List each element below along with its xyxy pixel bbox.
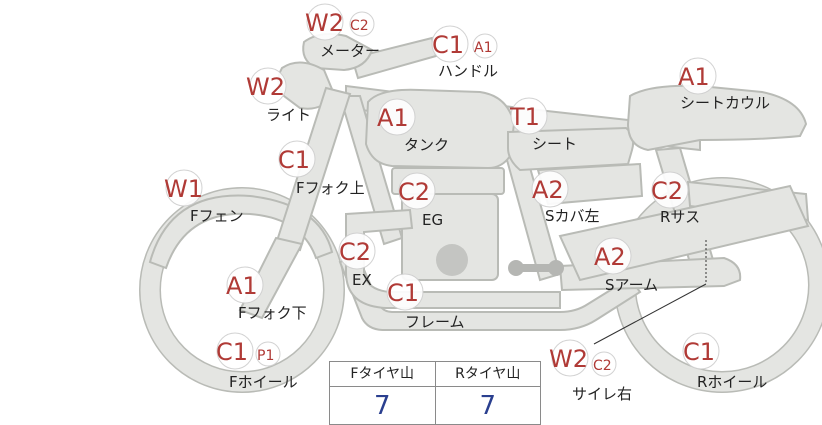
pivot-shape bbox=[508, 260, 564, 276]
label-tank: A1 タンク bbox=[377, 98, 449, 154]
meter-sub-code: C2 bbox=[350, 18, 369, 34]
frame-code: C1 bbox=[387, 279, 419, 307]
light-label: ライト bbox=[266, 106, 311, 124]
label-handle: C1 A1 ハンドル bbox=[431, 25, 498, 80]
front-tread-column: Fタイヤ山 7 bbox=[330, 362, 435, 424]
fork-upper-shape bbox=[274, 86, 352, 252]
label-swing-arm: A2 Sアーム bbox=[594, 237, 658, 294]
seat-cowl-label: シートカウル bbox=[680, 94, 770, 112]
meter-code: W2 bbox=[305, 9, 344, 37]
rear-suspension-code: C2 bbox=[651, 177, 683, 205]
f-fender-label: Fフェン bbox=[190, 207, 244, 225]
rear-tread-value: 7 bbox=[479, 391, 497, 421]
label-f-wheel: C1 P1 Fホイール bbox=[216, 332, 298, 391]
fork-lower-label: Fフォク下 bbox=[238, 304, 307, 322]
muffler-right-code: W2 bbox=[549, 345, 588, 373]
tire-tread-table: Fタイヤ山 7 Rタイヤ山 7 bbox=[329, 361, 541, 425]
muffler-right-sub-code: C2 bbox=[593, 358, 612, 374]
engine-code: C2 bbox=[398, 178, 430, 206]
tank-label: タンク bbox=[404, 136, 449, 154]
f-wheel-code: C1 bbox=[216, 338, 248, 366]
muffler-leader bbox=[593, 283, 707, 345]
swing-arm-code: A2 bbox=[594, 243, 626, 271]
label-f-fender: W1 Fフェン bbox=[164, 169, 244, 225]
label-seat: T1 シート bbox=[509, 97, 577, 153]
label-side-cover-left: A2 Sカバ左 bbox=[531, 170, 600, 225]
r-wheel-code: C1 bbox=[683, 338, 715, 366]
seat-label: シート bbox=[532, 135, 577, 153]
seat-cowl-code: A1 bbox=[678, 63, 710, 91]
seat-cowl-shape bbox=[626, 84, 808, 152]
f-wheel-label: Fホイール bbox=[229, 373, 298, 391]
label-r-wheel: C1 Rホイール bbox=[682, 332, 767, 391]
label-frame: C1 フレーム bbox=[386, 273, 465, 331]
label-rear-suspension: C2 Rサス bbox=[651, 171, 700, 226]
handle-code: C1 bbox=[432, 31, 464, 59]
label-light: W2 ライト bbox=[246, 67, 311, 124]
light-code: W2 bbox=[246, 73, 285, 101]
rear-suspension-label: Rサス bbox=[660, 208, 700, 226]
label-engine: C2 EG bbox=[398, 172, 443, 229]
f-fender-code: W1 bbox=[164, 175, 203, 203]
label-exhaust: C2 EX bbox=[338, 232, 376, 289]
meter-label: メーター bbox=[320, 42, 380, 60]
front-tread-header: Fタイヤ山 bbox=[330, 362, 435, 387]
frame-label: フレーム bbox=[405, 313, 465, 331]
rear-tread-header: Rタイヤ山 bbox=[435, 362, 540, 387]
front-tread-value: 7 bbox=[373, 391, 391, 421]
rear-tread-column: Rタイヤ山 7 bbox=[434, 362, 540, 424]
fork-lower-code: A1 bbox=[226, 272, 258, 300]
fork-upper-code: C1 bbox=[278, 146, 310, 174]
exhaust-shape bbox=[345, 208, 561, 309]
f-wheel-sub-code: P1 bbox=[257, 348, 274, 364]
swing-arm-label: Sアーム bbox=[605, 276, 658, 294]
handle-sub-code: A1 bbox=[474, 40, 492, 56]
tank-code: A1 bbox=[377, 104, 409, 132]
engine-label: EG bbox=[422, 211, 443, 229]
handle-label: ハンドル bbox=[438, 62, 498, 80]
label-meter: W2 C2 メーター bbox=[305, 3, 380, 60]
side-cover-left-label: Sカバ左 bbox=[545, 207, 600, 225]
label-fork-lower: A1 Fフォク下 bbox=[226, 266, 307, 322]
exhaust-code: C2 bbox=[339, 238, 371, 266]
seat-code: T1 bbox=[509, 103, 540, 131]
label-seat-cowl: A1 シートカウル bbox=[678, 57, 770, 112]
label-fork-upper: C1 Fフォク上 bbox=[278, 140, 365, 197]
exhaust-label: EX bbox=[352, 271, 372, 289]
label-muffler-right: W2 C2 サイレ右 bbox=[549, 339, 632, 403]
muffler-right-label: サイレ右 bbox=[572, 385, 632, 403]
fork-upper-label: Fフォク上 bbox=[296, 179, 365, 197]
side-cover-left-code: A2 bbox=[532, 176, 564, 204]
r-wheel-label: Rホイール bbox=[697, 373, 767, 391]
